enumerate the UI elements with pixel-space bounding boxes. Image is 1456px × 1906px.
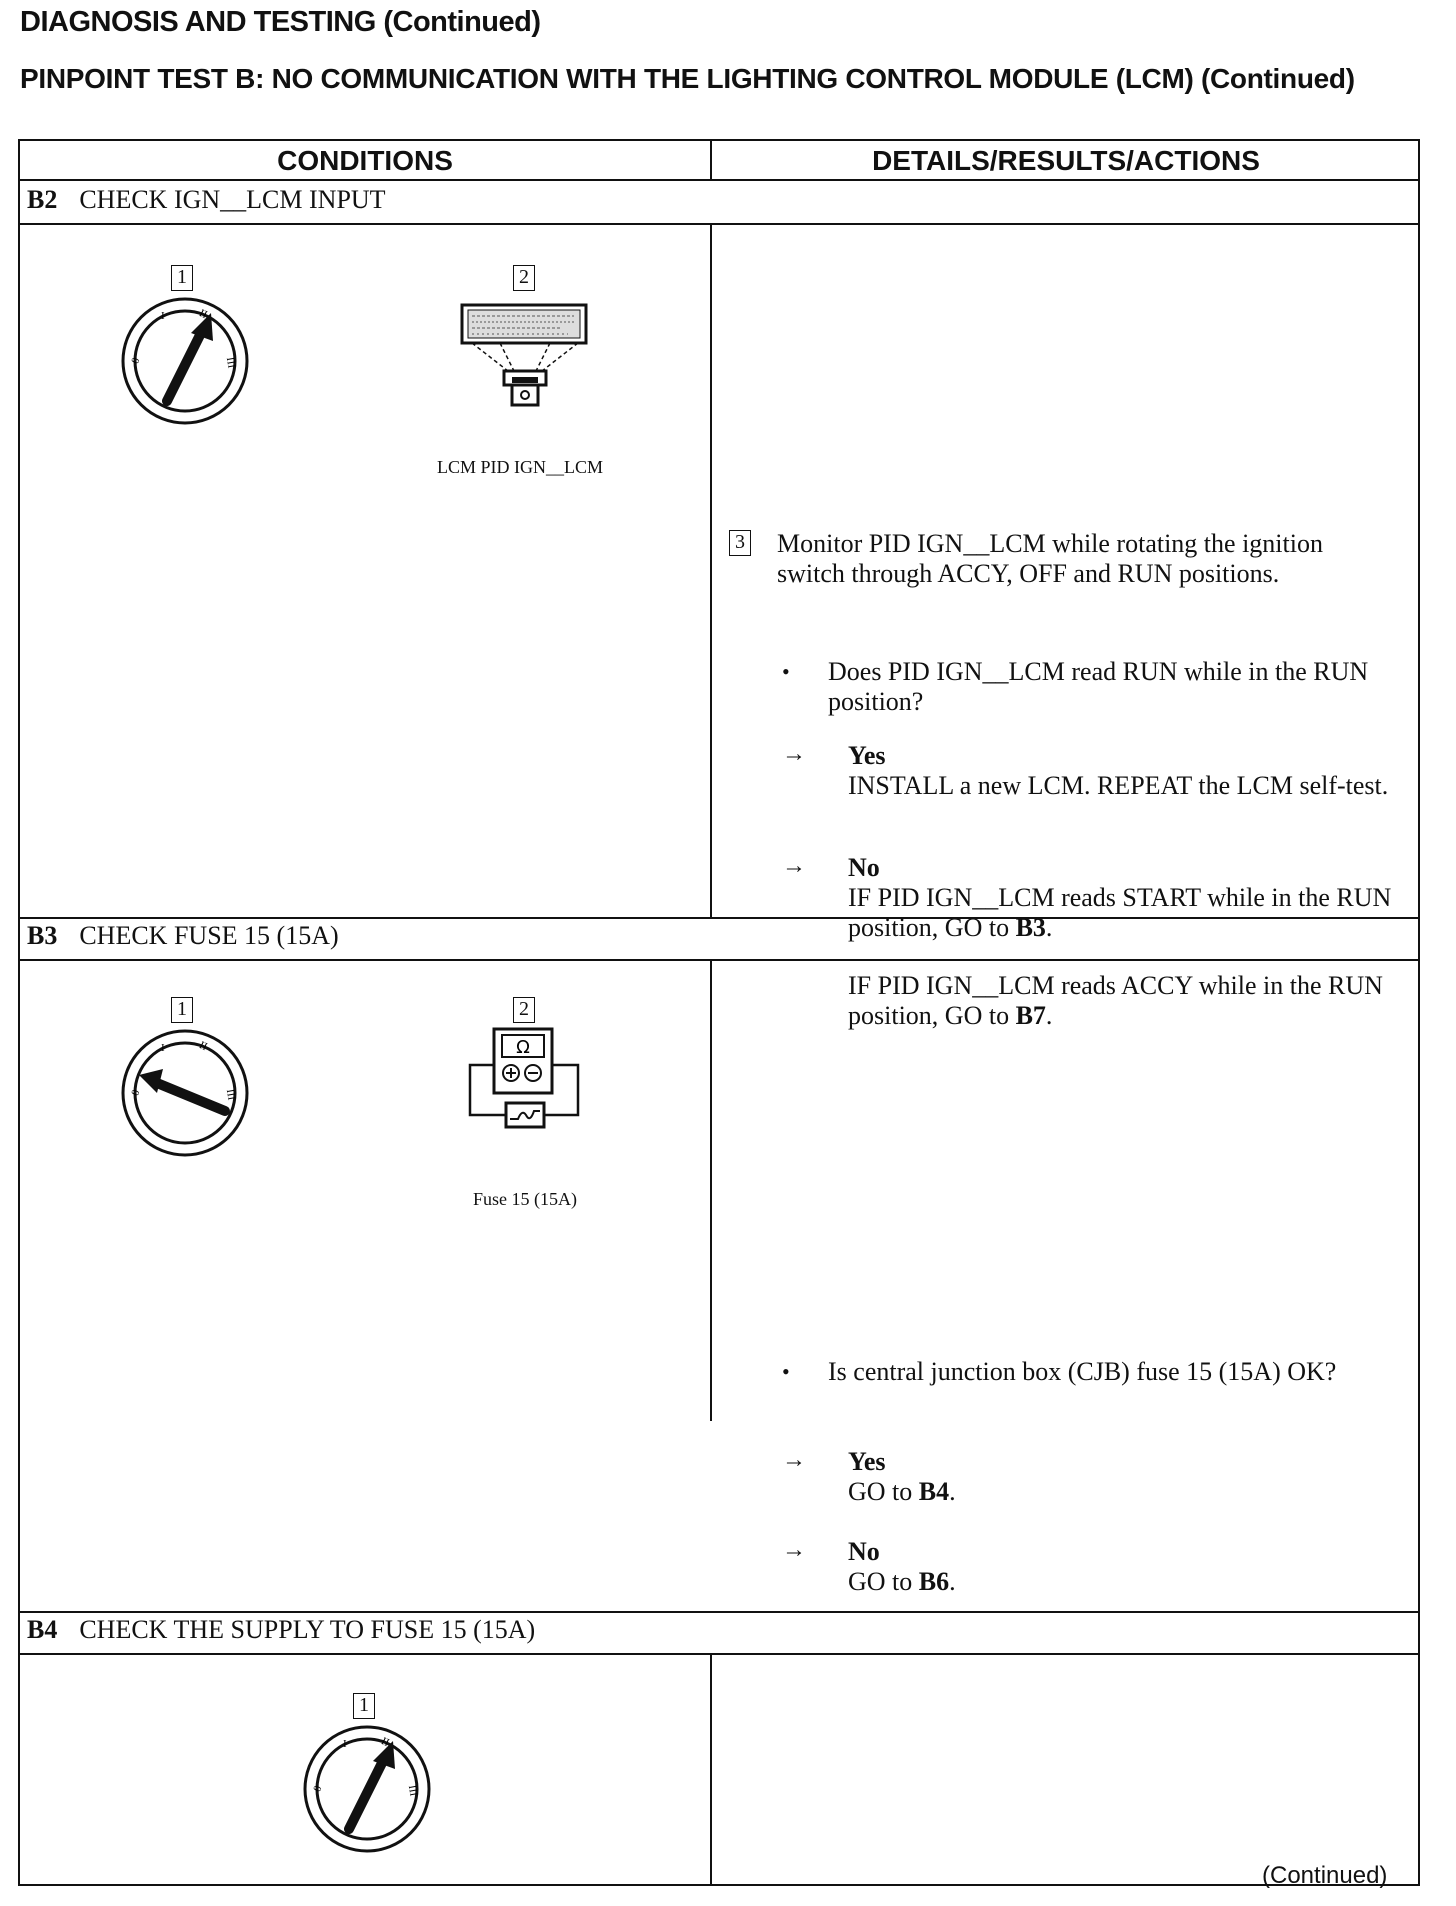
row-divider bbox=[20, 1653, 1418, 1655]
arrow-icon: → bbox=[782, 1447, 806, 1473]
column-divider bbox=[710, 1655, 712, 1886]
svg-text:I: I bbox=[161, 1042, 165, 1054]
ignition-switch-icon: 0 I II III bbox=[121, 1029, 249, 1157]
svg-text:I: I bbox=[343, 1738, 347, 1750]
continued-footer: (Continued) bbox=[1262, 1862, 1388, 1889]
column-divider bbox=[710, 141, 712, 181]
step-b3-no-action: GO to B6. bbox=[848, 1567, 956, 1596]
row-divider bbox=[20, 959, 1418, 961]
step-b2-question: Does PID IGN__LCM read RUN while in the … bbox=[828, 657, 1369, 716]
step-b3-question: Is central junction box (CJB) fuse 15 (1… bbox=[828, 1357, 1337, 1386]
step-number-1: 1 bbox=[171, 997, 193, 1023]
column-divider bbox=[710, 225, 712, 917]
svg-text:II: II bbox=[197, 1039, 209, 1053]
svg-text:0: 0 bbox=[129, 1088, 142, 1098]
step-b2-yes-action: INSTALL a new LCM. REPEAT the LCM self-t… bbox=[848, 771, 1389, 800]
arrow-icon: → bbox=[782, 1537, 806, 1563]
ohm-symbol: Ω bbox=[516, 1037, 530, 1058]
arrow-icon: → bbox=[782, 853, 806, 879]
no-label: No bbox=[848, 1537, 880, 1566]
arrow-icon: → bbox=[782, 741, 806, 767]
svg-text:III: III bbox=[224, 356, 238, 369]
step-b3-yes-action: GO to B4. bbox=[848, 1477, 956, 1506]
svg-text:III: III bbox=[406, 1784, 420, 1797]
row-divider bbox=[20, 223, 1418, 225]
yes-label: Yes bbox=[848, 1447, 886, 1476]
step-number-2: 2 bbox=[513, 265, 535, 291]
step-b2-instruction: Monitor PID IGN__LCM while rotating the … bbox=[777, 529, 1323, 588]
scan-tool-caption: LCM PID IGN__LCM bbox=[436, 457, 603, 477]
step-b2-no-action-1: IF PID IGN__LCM reads START while in the… bbox=[848, 883, 1392, 942]
step-number-1: 1 bbox=[171, 265, 193, 291]
yes-label: Yes bbox=[848, 741, 886, 770]
step-b2-no-action-2: IF PID IGN__LCM reads ACCY while in the … bbox=[848, 971, 1383, 1030]
bullet: • bbox=[782, 1359, 790, 1384]
step-number-1: 1 bbox=[353, 1693, 375, 1719]
ignition-switch-icon: 0 I II III bbox=[121, 297, 249, 425]
row-divider bbox=[20, 1611, 1418, 1613]
column-header-details: DETAILS/RESULTS/ACTIONS bbox=[872, 145, 1260, 176]
row-divider bbox=[20, 179, 1418, 181]
column-divider bbox=[710, 961, 712, 1421]
ignition-switch-icon: 0 I II III bbox=[303, 1725, 431, 1853]
no-label: No bbox=[848, 853, 880, 882]
ohmmeter-icon: Ω bbox=[468, 1027, 580, 1129]
svg-text:0: 0 bbox=[311, 1784, 324, 1794]
fuse-caption: Fuse 15 (15A) bbox=[473, 1189, 577, 1209]
step-number-3: 3 bbox=[729, 530, 751, 556]
svg-text:III: III bbox=[224, 1088, 238, 1101]
step-number-2: 2 bbox=[513, 997, 535, 1023]
row-divider bbox=[20, 917, 1418, 919]
svg-text:0: 0 bbox=[129, 356, 142, 366]
svg-text:I: I bbox=[161, 310, 165, 322]
page-subtitle: PINPOINT TEST B: NO COMMUNICATION WITH T… bbox=[20, 63, 1355, 94]
page-title: DIAGNOSIS AND TESTING (Continued) bbox=[20, 6, 541, 38]
scan-tool-icon bbox=[460, 303, 588, 407]
bullet: • bbox=[782, 659, 790, 684]
column-header-conditions: CONDITIONS bbox=[277, 145, 453, 176]
